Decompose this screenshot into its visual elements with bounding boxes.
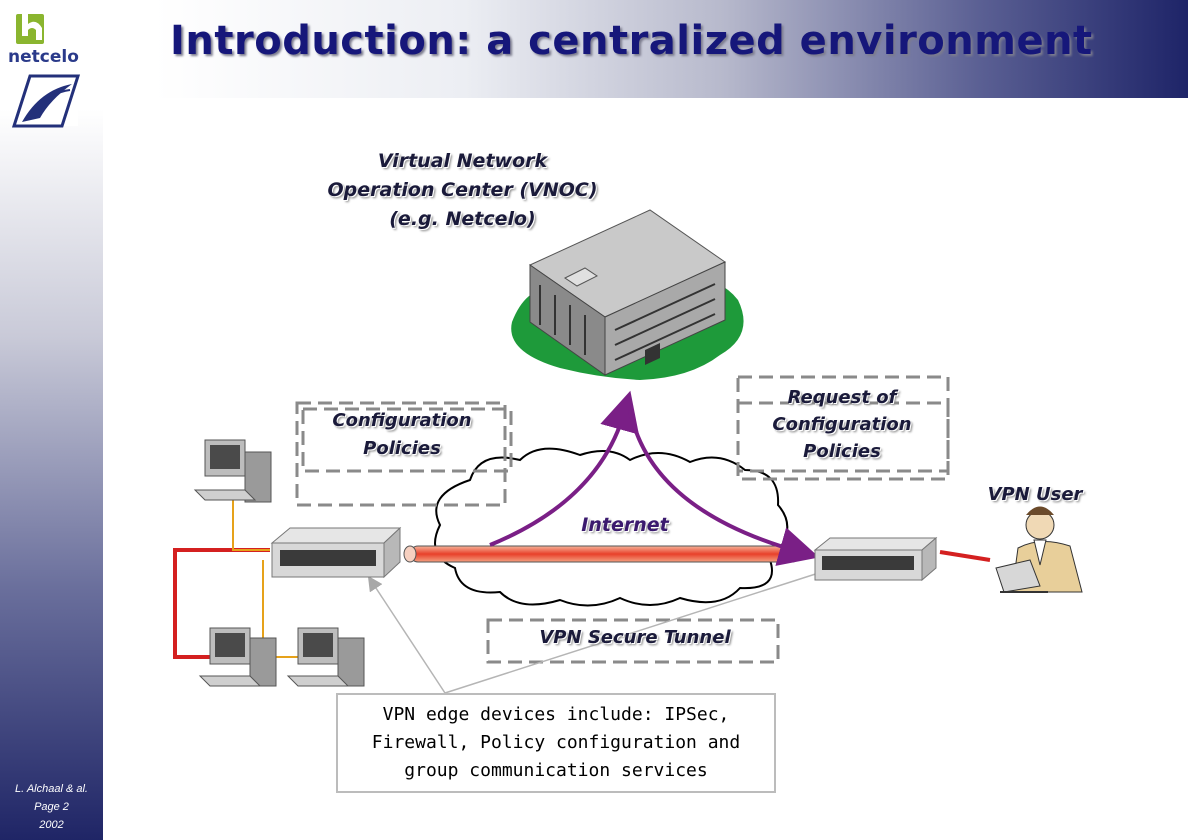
footer-page: Page 2 (34, 801, 69, 813)
edge-devices-callout: VPN edge devices include: IPSec, Firewal… (336, 693, 776, 793)
logo-text: netcelo (8, 47, 79, 67)
vpn-edge-device-right-icon (813, 536, 938, 582)
vpn-user-icon (995, 506, 1083, 593)
vpn-secure-tunnel-label: VPN Secure Tunnel (539, 627, 731, 648)
slide-title: Introduction: a centralized environment (170, 18, 1093, 64)
vnoc-label-line: Virtual Network (377, 150, 548, 172)
config-policies-box (295, 401, 507, 507)
footer-year: 2002 (39, 819, 64, 831)
request-label-line: Request of (787, 387, 897, 408)
config-policies-box-shadow (301, 407, 513, 473)
title-bar (155, 0, 1188, 98)
footer-author: L. Alchaal & al. (15, 783, 88, 795)
callout-pointer-left (367, 575, 446, 694)
config-label-line: Policies (363, 438, 441, 459)
callout-line: group communication services (404, 760, 708, 781)
request-label-line: Policies (803, 441, 881, 462)
callout-pointer-right (444, 565, 836, 694)
internet-cloud-icon (434, 447, 789, 607)
sidebar-gradient (0, 0, 103, 840)
config-label-line: Configuration (332, 410, 472, 431)
request-arrow (628, 409, 820, 566)
internet-label: Internet (581, 514, 669, 536)
netcelo-logo-icon (11, 14, 81, 128)
vpn-user-label: VPN User (987, 484, 1083, 505)
vpn-edge-device-left-icon (270, 526, 402, 579)
request-policies-label: Request of Configuration Policies (740, 384, 944, 465)
config-arrow (489, 390, 639, 547)
vnoc-label-line: Operation Center (VNOC) (327, 179, 598, 201)
configuration-policies-label: Configuration Policies (300, 407, 504, 463)
desktop-computer-icon (286, 627, 365, 687)
vpn-tunnel-tube (403, 545, 801, 563)
desktop-computer-icon (193, 439, 272, 503)
desktop-computer-icon (198, 627, 277, 687)
lan-wiring (173, 500, 991, 659)
request-label-line: Configuration (772, 414, 912, 435)
vnoc-label-line: (e.g. Netcelo) (389, 208, 536, 230)
vnoc-label: Virtual Network Operation Center (VNOC) … (290, 147, 635, 234)
tunnel-label-box (486, 618, 780, 664)
callout-line: Firewall, Policy configuration and (371, 732, 741, 753)
vnoc-building-icon (511, 209, 744, 380)
callout-line: VPN edge devices include: IPSec, (382, 704, 730, 725)
request-policies-box-shadow (736, 401, 950, 473)
